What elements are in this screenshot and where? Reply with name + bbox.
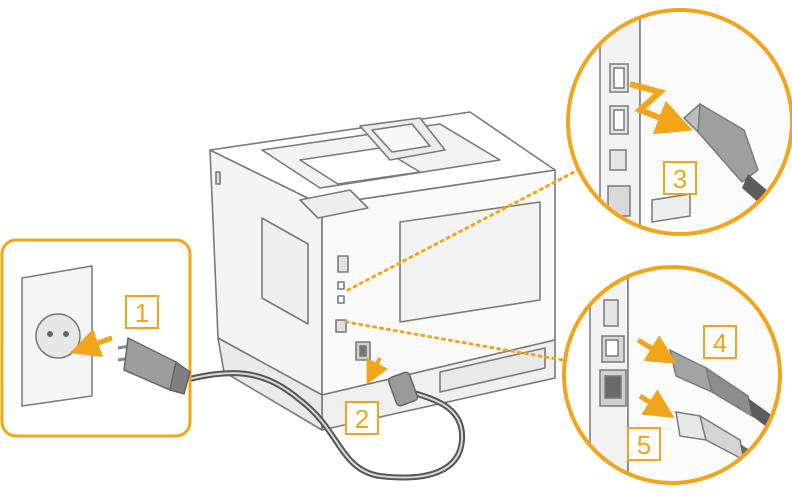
power-plug-icon — [117, 336, 191, 395]
step-label-2: 2 — [355, 404, 369, 434]
usb-lan-zoom-callout: 4 5 — [562, 265, 782, 485]
arrow-icon — [629, 81, 693, 135]
arrow-icon — [366, 357, 389, 385]
arrow-icon — [636, 335, 677, 364]
arrow-icon — [638, 389, 675, 419]
step-label-5: 5 — [637, 430, 651, 460]
step-label-1: 1 — [135, 298, 149, 328]
wall-outlet-icon — [21, 265, 93, 407]
step-label-3: 3 — [673, 164, 687, 194]
power-cable — [177, 370, 466, 481]
usb-zoom-callout: 3 — [566, 8, 792, 236]
step-label-4: 4 — [713, 328, 727, 358]
printer-icon — [209, 111, 556, 431]
outlet-panel: 1 — [0, 238, 192, 438]
callout-lines — [344, 168, 580, 364]
arrow-icon — [69, 328, 113, 358]
